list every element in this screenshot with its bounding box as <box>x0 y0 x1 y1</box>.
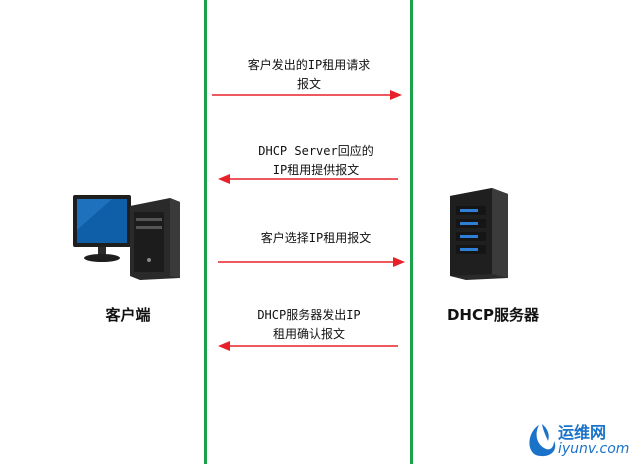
message-3-arrow <box>218 257 405 267</box>
message-4-label: DHCP服务器发出IP 租用确认报文 <box>257 308 361 341</box>
watermark-url: iyunv.com <box>558 441 630 457</box>
watermark-brand: 运维网 <box>558 423 607 442</box>
client-lifeline <box>204 0 207 464</box>
server-lifeline <box>410 0 413 464</box>
message-1-label: 客户发出的IP租用请求 报文 <box>247 58 371 91</box>
message-4-arrow <box>218 341 398 351</box>
message-3-label: 客户选择IP租用报文 <box>260 231 372 245</box>
desktop-computer-icon <box>73 195 180 280</box>
watermark-logo-icon <box>529 424 556 457</box>
message-2-label: DHCP Server回应的 IP租用提供报文 <box>258 144 374 177</box>
server-tower-icon <box>450 188 508 280</box>
server-label: DHCP服务器 <box>446 306 539 324</box>
client-label: 客户端 <box>105 306 151 324</box>
watermark: 运维网 iyunv.com <box>524 416 632 462</box>
message-2-arrow <box>218 174 398 184</box>
message-1-arrow <box>212 90 402 100</box>
